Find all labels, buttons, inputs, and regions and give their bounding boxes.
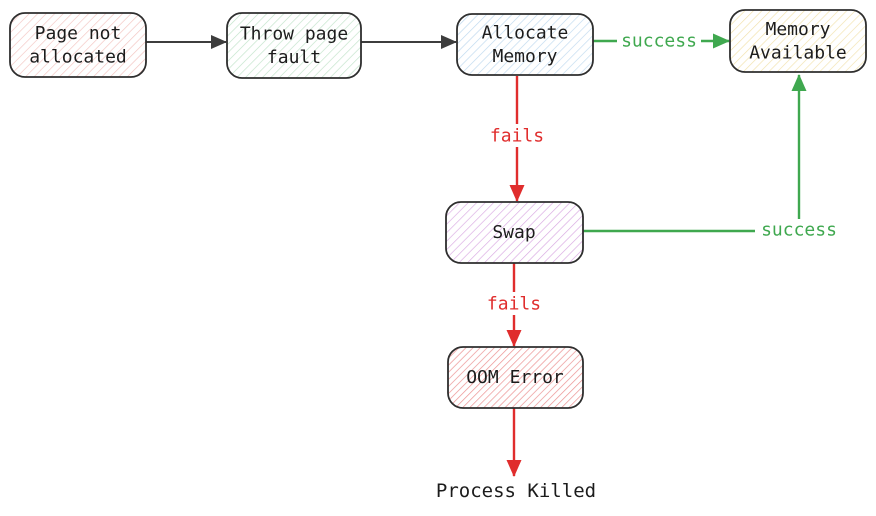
- edge-label-success-right: success: [761, 220, 837, 241]
- node-swap-label: Swap: [492, 222, 535, 243]
- node-throw-page-fault-box: [226, 12, 362, 79]
- node-allocate-memory: Allocate Memory: [456, 13, 594, 76]
- process-killed-label: Process Killed: [436, 480, 596, 502]
- edge-swap-to-memory-available: [583, 74, 807, 233]
- edge-label-bg-fails-bottom: [486, 292, 542, 315]
- node-memory-available: Memory Available: [729, 9, 867, 73]
- node-allocate-memory-label-line2: Memory: [492, 46, 557, 67]
- node-oom-error-label: OOM Error: [466, 367, 564, 388]
- edge-label-bg-success-right: [755, 219, 844, 241]
- node-swap: Swap: [445, 201, 584, 264]
- node-memory-available-label-line1: Memory: [765, 19, 830, 40]
- edge-label-bg-success-top: [617, 30, 701, 51]
- edge-label-bg-fails-top: [489, 124, 545, 147]
- node-page-not-allocated-box: [9, 12, 147, 78]
- node-oom-error: OOM Error: [447, 346, 584, 409]
- node-page-not-allocated: Page not allocated: [9, 12, 147, 78]
- node-memory-available-label-line2: Available: [749, 43, 847, 64]
- node-page-not-allocated-label-line1: Page not: [35, 23, 122, 44]
- nodes-layer: Page not allocated Throw page fault Allo…: [9, 9, 867, 502]
- node-allocate-memory-label-line1: Allocate: [482, 23, 569, 44]
- node-throw-page-fault-label-line2: fault: [267, 47, 321, 68]
- edge-label-fails-bottom: fails: [487, 294, 541, 315]
- node-allocate-memory-box: [456, 13, 594, 76]
- edge-label-fails-top: fails: [490, 126, 544, 147]
- node-page-not-allocated-label-line2: allocated: [29, 47, 127, 68]
- node-throw-page-fault: Throw page fault: [226, 12, 362, 79]
- node-swap-box: [445, 201, 584, 264]
- edge-label-success-top: success: [621, 31, 697, 52]
- node-throw-page-fault-label-line1: Throw page: [240, 24, 348, 45]
- edge-labels-layer: success fails success fails: [486, 30, 844, 315]
- node-oom-error-box: [447, 346, 584, 409]
- node-memory-available-box: [729, 9, 867, 73]
